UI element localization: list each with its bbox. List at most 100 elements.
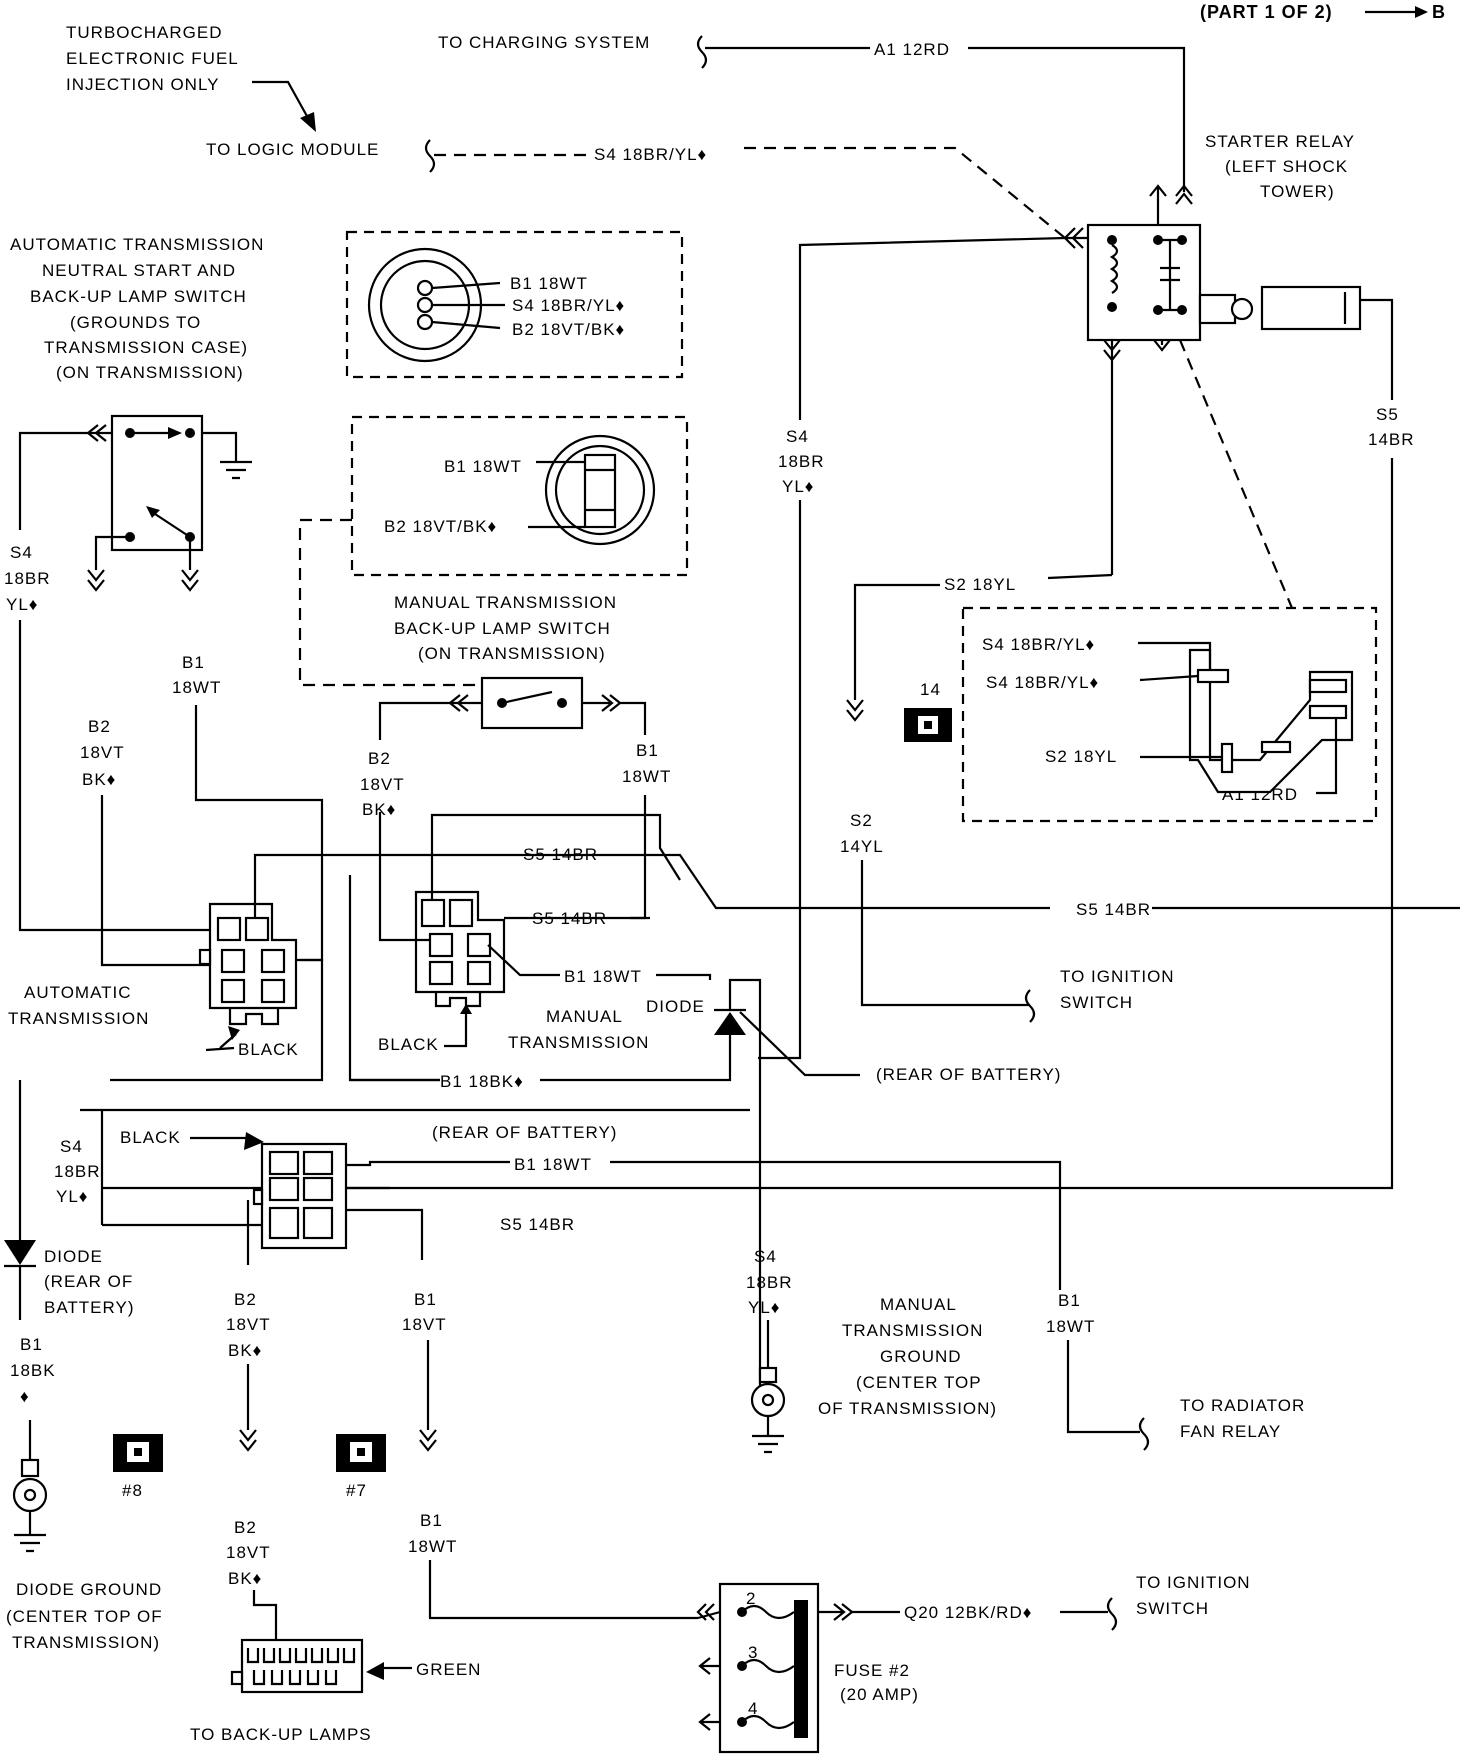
rear-battery-label-1: (REAR OF BATTERY) [876, 1065, 1061, 1084]
manual-ground-5: OF TRANSMISSION) [818, 1399, 997, 1418]
diode-ground-1: DIODE GROUND [16, 1580, 162, 1599]
manual-ground-eyelet [750, 1320, 786, 1454]
auto-face-b1: B1 18WT [510, 274, 588, 293]
lower-s4-2: 18BR [54, 1162, 101, 1181]
starter-relay-title-1: STARTER RELAY [1205, 132, 1355, 151]
wire-s4-mid-3: YL♦ [782, 477, 814, 496]
auto-sw-b2-2: 18VT [80, 743, 125, 762]
callout-7-label: #7 [346, 1481, 367, 1500]
fuse-block [718, 1582, 820, 1754]
wire-s4-mid-2: 18BR [778, 452, 825, 471]
auto-face-s4: S4 18BR/YL♦ [512, 296, 625, 315]
starter-relay [1086, 223, 1362, 342]
wire-b1-bk: B1 18BK♦ [440, 1072, 524, 1091]
auto-trans-label-1: AUTOMATIC [24, 983, 132, 1002]
lower-b2-3: BK♦ [228, 1341, 262, 1360]
left-b1-3: ♦ [20, 1387, 30, 1406]
auto-switch-title-4: (GROUNDS TO [70, 313, 201, 332]
logic-destination: TO LOGIC MODULE [206, 140, 379, 159]
left-diode-label-3: BATTERY) [44, 1298, 135, 1317]
wire-s2-label: S2 18YL [944, 575, 1016, 594]
manual-trans-label-2: TRANSMISSION [508, 1033, 649, 1052]
auto-sw-b1-2: 18WT [172, 678, 221, 697]
auto-switch-title-5: TRANSMISSION CASE) [44, 338, 248, 357]
part-label: (PART 1 OF 2) [1200, 2, 1333, 22]
auto-trans-label-2: TRANSMISSION [8, 1009, 149, 1028]
manual-sw-b2-3: BK♦ [362, 800, 396, 819]
wire-a1-label: A1 12RD [874, 40, 950, 59]
rear-battery-label-2: (REAR OF BATTERY) [432, 1123, 617, 1142]
manual-sw-b1-1: B1 [636, 741, 659, 760]
page-ref-label: B [1432, 2, 1446, 22]
turbo-note-line-3: INJECTION ONLY [66, 75, 219, 94]
auto-switch-connector-face [367, 247, 483, 363]
lower-b1wt-1: B1 [420, 1511, 443, 1530]
fuse-cavity-2: 2 [746, 1589, 756, 1608]
radiator-destination-1: TO RADIATOR [1180, 1396, 1305, 1415]
left-diode-label-1: DIODE [44, 1247, 103, 1266]
lower-b2-5: 18VT [226, 1543, 271, 1562]
left-ground-eyelet [12, 1420, 48, 1553]
lower-b1vt-2: 18VT [402, 1315, 447, 1334]
radiator-b1-1: B1 [1058, 1291, 1081, 1310]
radiator-destination-2: FAN RELAY [1180, 1422, 1281, 1441]
green-label: GREEN [416, 1660, 481, 1679]
lower-b2-6: BK♦ [228, 1569, 262, 1588]
manual-face-b2: B2 18VT/BK♦ [384, 517, 497, 536]
lower-b2-1: B2 [234, 1290, 257, 1309]
diode-label: DIODE [646, 997, 705, 1016]
manual-ground-s4-1: S4 [754, 1247, 777, 1266]
manual-sw-b1-2: 18WT [622, 767, 671, 786]
wire-s5-manual: S5 14BR [532, 909, 607, 928]
lower-s4-1: S4 [60, 1137, 83, 1156]
auto-sw-s4-2: 18BR [4, 569, 51, 588]
radiator-b1-2: 18WT [1046, 1317, 1095, 1336]
wire-s5-lower: S5 14BR [500, 1215, 575, 1234]
auto-trans-black: BLACK [238, 1040, 299, 1059]
wire-s5-auto: S5 14BR [523, 845, 598, 864]
diode-ground-3: TRANSMISSION) [12, 1633, 160, 1652]
starter-relay-title-2: (LEFT SHOCK [1225, 157, 1348, 176]
manual-switch [480, 676, 584, 730]
lower-b1vt-1: B1 [414, 1290, 437, 1309]
auto-switch-title-2: NEUTRAL START AND [42, 261, 236, 280]
lower-conn-black: BLACK [120, 1128, 181, 1147]
lower-b1wt-2: 18WT [408, 1537, 457, 1556]
manual-trans-black: BLACK [378, 1035, 439, 1054]
manual-ground-s4-2: 18BR [746, 1273, 793, 1292]
ignition-destination-3: TO IGNITION [1136, 1573, 1251, 1592]
manual-switch-title-2: BACK-UP LAMP SWITCH [394, 619, 611, 638]
manual-ground-3: GROUND [880, 1347, 962, 1366]
auto-face-b2: B2 18VT/BK♦ [512, 320, 625, 339]
manual-sw-b2-1: B2 [368, 749, 391, 768]
fuse-label-2: (20 AMP) [840, 1685, 919, 1704]
auto-trans-connector [198, 902, 298, 1026]
starter-relay-title-3: TOWER) [1260, 182, 1335, 201]
ignition-destination-2: SWITCH [1060, 993, 1133, 1012]
part-indicator: (PART 1 OF 2) B [1200, 2, 1446, 22]
wire-s5-main: S5 14BR [1076, 900, 1151, 919]
auto-sw-b2-3: BK♦ [82, 770, 116, 789]
fuse-cavity-4: 4 [748, 1699, 758, 1718]
manual-ground-s4-3: YL♦ [748, 1298, 780, 1317]
lower-b2-2: 18VT [226, 1315, 271, 1334]
turbo-note: TURBOCHARGED ELECTRONIC FUEL INJECTION O… [66, 23, 316, 132]
auto-sw-s4-3: YL♦ [6, 595, 38, 614]
backup-destination: TO BACK-UP LAMPS [190, 1725, 372, 1744]
ignition-destination-4: SWITCH [1136, 1599, 1209, 1618]
wire-s5-right-2: 14BR [1368, 430, 1415, 449]
backup-lamp-connector [230, 1638, 364, 1694]
turbo-note-line-1: TURBOCHARGED [66, 23, 223, 42]
auto-switch-title-6: (ON TRANSMISSION) [56, 363, 244, 382]
diode-ground-2: (CENTER TOP OF [6, 1607, 163, 1626]
callout-7-icon [336, 1434, 386, 1472]
lower-b2-4: B2 [234, 1518, 257, 1537]
charging-destination: TO CHARGING SYSTEM [438, 33, 650, 52]
turbo-note-line-2: ELECTRONIC FUEL [66, 49, 239, 68]
manual-ground-2: TRANSMISSION [842, 1321, 983, 1340]
manual-switch-title-1: MANUAL TRANSMISSION [394, 593, 617, 612]
detail-wire-s2: S2 18YL [1045, 747, 1117, 766]
manual-ground-1: MANUAL [880, 1295, 957, 1314]
wire-s5-right-1: S5 [1376, 405, 1399, 424]
wire-b1-manual: B1 18WT [564, 967, 642, 986]
